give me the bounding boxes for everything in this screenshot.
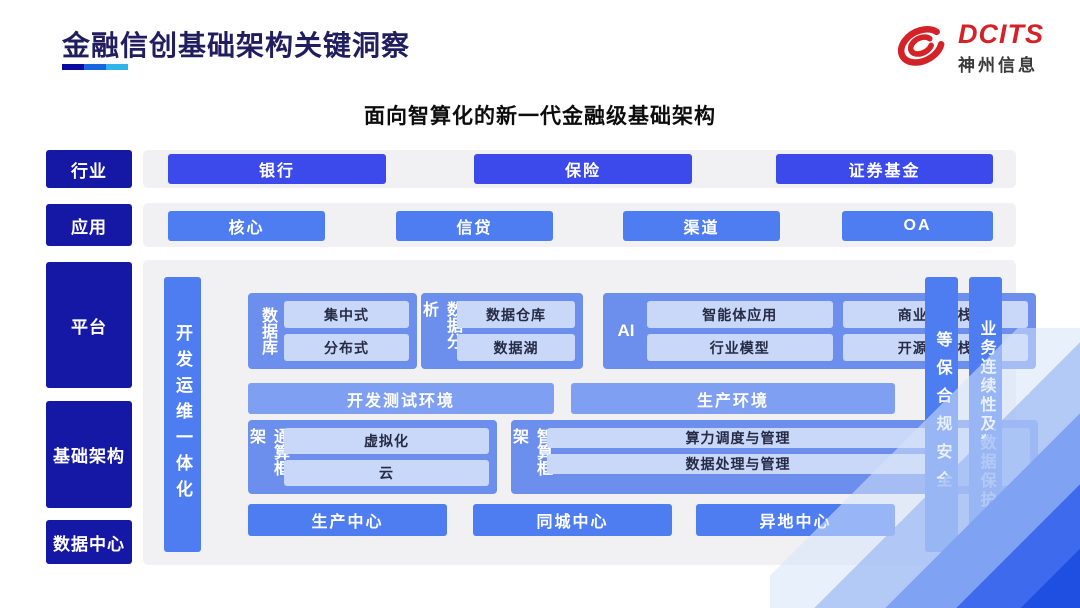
diagram-title: 面向智算化的新一代金融级基础架构 (364, 105, 716, 128)
center-production: 生产中心 (248, 504, 447, 536)
application-row: 核心 信贷 渠道 OA (143, 203, 1016, 247)
layer-application: 应用 (46, 204, 132, 246)
industry-row: 银行 保险 证券基金 (143, 150, 1016, 188)
smart-compute-item-data-processing: 数据处理与管理 (547, 454, 929, 474)
application-item-core: 核心 (168, 211, 325, 241)
general-compute-label: 通算框架 (247, 428, 288, 476)
title-underline (62, 64, 128, 70)
dcits-logo: DCITS 神州信息 (894, 18, 1044, 79)
database-item-centralized: 集中式 (284, 301, 409, 328)
industry-item-securities: 证券基金 (776, 154, 993, 184)
continuity-pillar: 业务连续性及数据保护 (969, 277, 1002, 552)
industry-item-bank: 银行 (168, 154, 386, 184)
general-compute-item-cloud: 云 (284, 460, 489, 486)
layer-industry: 行业 (46, 150, 132, 188)
ai-item-agent-app: 智能体应用 (647, 301, 833, 328)
general-compute-section: 通算框架 虚拟化 云 (247, 420, 497, 494)
layer-datacenter: 数据中心 (46, 520, 132, 564)
underline-segment (62, 64, 84, 70)
database-label: 数据库 (259, 307, 276, 355)
page-title: 金融信创基础架构关键洞察 (62, 30, 411, 61)
ai-item-industry-model: 行业模型 (647, 334, 833, 361)
analytics-section: 数据分析 数据仓库 数据湖 (420, 293, 583, 369)
smart-compute-label: 智算框架 (510, 428, 551, 476)
underline-segment (84, 64, 106, 70)
analytics-item-lake: 数据湖 (457, 334, 575, 361)
analytics-label: 数据分析 (420, 301, 461, 349)
smart-compute-item-scheduling: 算力调度与管理 (547, 428, 929, 448)
logo-brand-text: DCITS (958, 19, 1044, 49)
devops-pillar: 开发运维一体化 (164, 277, 201, 552)
logo-company-text: 神州信息 (958, 56, 1038, 75)
application-item-channel: 渠道 (623, 211, 780, 241)
env-production: 生产环境 (571, 383, 895, 414)
platform-panel: 开发运维一体化 数据库 集中式 分布式 数据分析 数据仓库 数据湖 AI 智能体… (143, 260, 1038, 565)
industry-item-insurance: 保险 (474, 154, 692, 184)
application-item-credit: 信贷 (396, 211, 553, 241)
ai-label: AI (617, 321, 635, 340)
underline-segment (106, 64, 128, 70)
general-compute-item-virtualization: 虚拟化 (284, 428, 489, 454)
analytics-item-warehouse: 数据仓库 (457, 301, 575, 328)
center-same-city: 同城中心 (473, 504, 672, 536)
application-item-oa: OA (842, 211, 993, 241)
env-dev-test: 开发测试环境 (248, 383, 554, 414)
security-pillar: 等保合规安全 (925, 277, 958, 552)
smart-compute-section: 智算框架 算力调度与管理 数据处理与管理 训练 推理 (510, 420, 1038, 494)
center-remote: 异地中心 (696, 504, 895, 536)
database-item-distributed: 分布式 (284, 334, 409, 361)
layer-platform: 平台 (46, 262, 132, 388)
dcits-swirl-icon (894, 18, 950, 79)
database-section: 数据库 集中式 分布式 (248, 293, 417, 369)
layer-infrastructure: 基础架构 (46, 401, 132, 508)
